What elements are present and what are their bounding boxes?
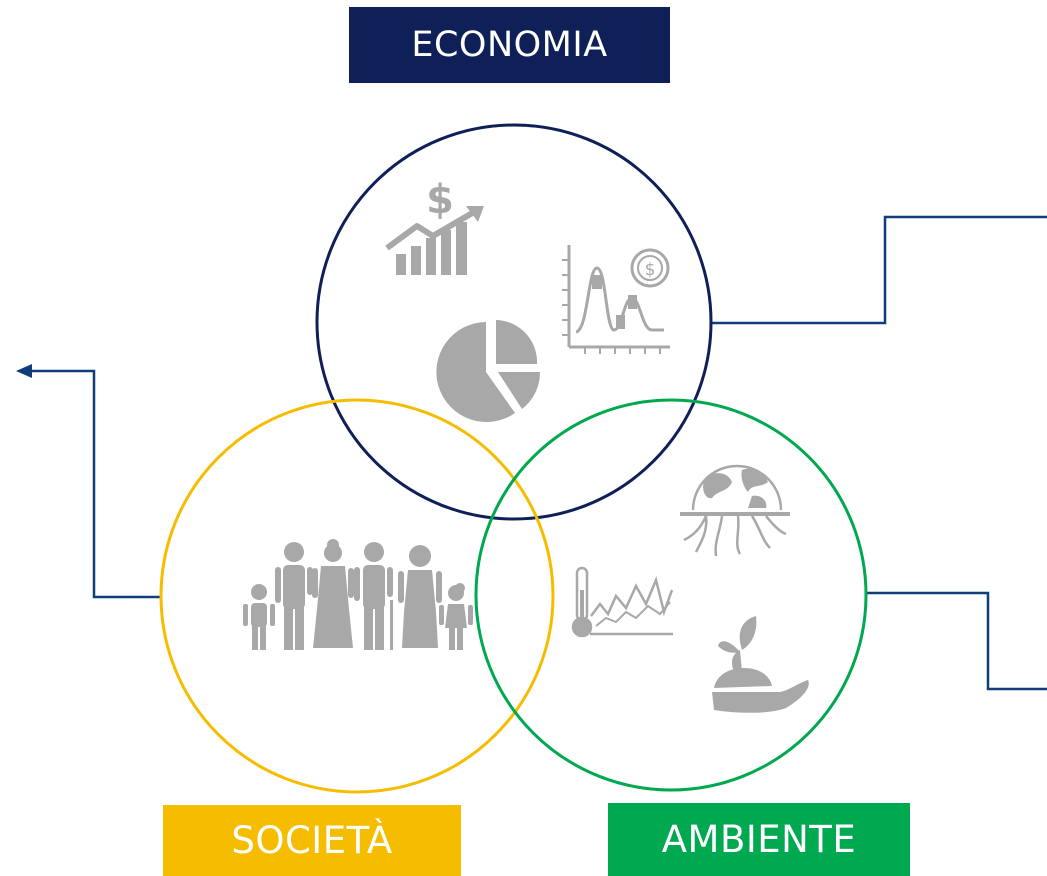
dollar-growth-bars-icon: $: [385, 177, 484, 275]
connector-economia: [711, 215, 1047, 325]
coin-price-chart-icon: $: [562, 245, 670, 354]
societa-label: SOCIETÀ: [163, 805, 461, 876]
earth-roots-icon: [680, 464, 790, 557]
connector-ambiente: [866, 591, 1047, 691]
temperature-chart-icon: [571, 566, 674, 638]
svg-text:$: $: [426, 177, 454, 223]
arrow-left-icon: [16, 364, 32, 378]
circle-economia: [315, 123, 713, 521]
plant-in-hand-icon: [712, 616, 809, 713]
family-group-icon: [243, 539, 473, 650]
connector-societa: [30, 369, 162, 599]
svg-text:$: $: [645, 260, 656, 280]
pie-chart-icon: [436, 320, 541, 422]
circle-ambiente: [474, 398, 868, 792]
ambiente-label: AMBIENTE: [608, 803, 910, 876]
circle-societa: [159, 398, 555, 794]
economia-label: ECONOMIA: [349, 7, 670, 83]
